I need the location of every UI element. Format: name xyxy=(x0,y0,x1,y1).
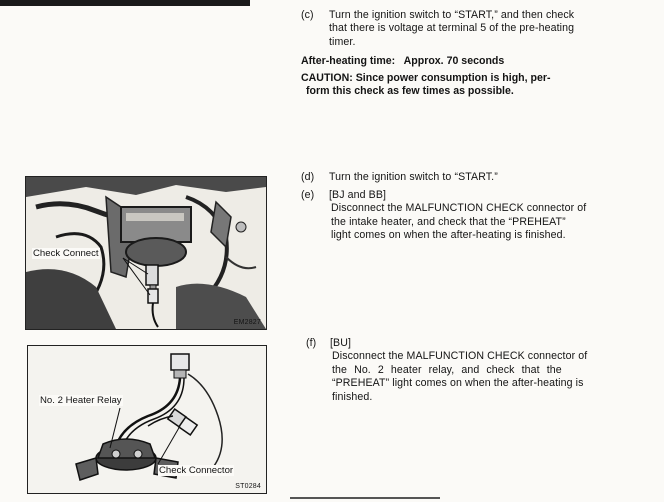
step-f-line-4: finished. xyxy=(332,390,373,403)
step-e-model: [BJ and BB] xyxy=(329,189,387,201)
step-c-line-1: Turn the ignition switch to “START,” and… xyxy=(329,9,575,21)
check-connect-label: Check Connect xyxy=(32,248,100,259)
step-c: (c) Turn the ignition switch to “START,”… xyxy=(301,9,651,51)
figure-engine-check-connector: Check Connect EM2827 xyxy=(25,176,267,330)
step-f-model: [BU] xyxy=(330,337,352,349)
figure-2-code: ST0284 xyxy=(235,483,261,490)
check-connector-label: Check Connector xyxy=(158,465,235,476)
after-heating-time: After-heating time: Approx. 70 seconds xyxy=(301,55,505,67)
step-f-line-3: “PREHEAT” light comes on when the after-… xyxy=(332,377,584,390)
footer-rule xyxy=(290,497,440,499)
step-e-line-1: Disconnect the MALFUNCTION CHECK connect… xyxy=(331,202,587,215)
step-c-line-2: that there is voltage at terminal 5 of t… xyxy=(329,22,575,35)
step-f-line-2: the No. 2 heater relay, and check that t… xyxy=(332,363,562,376)
header-rule xyxy=(0,0,250,6)
figure-heater-relay: No. 2 Heater Relay Check Connector ST028… xyxy=(27,345,267,494)
caution-line-1: CAUTION: Since power consumption is high… xyxy=(301,72,551,84)
caution-line-2: form this check as few times as possible… xyxy=(306,85,514,98)
step-f: (f) [BU] Disconnect the MALFUNCTION CHEC… xyxy=(306,337,651,407)
step-d-label: (d) xyxy=(301,171,315,183)
engine-bay-illustration xyxy=(26,177,266,329)
figure-1-code: EM2827 xyxy=(233,319,261,326)
step-e-line-3: light comes on when the after-heating is… xyxy=(331,229,566,242)
step-f-label: (f) xyxy=(306,337,317,349)
step-d-text: Turn the ignition switch to “START.” xyxy=(329,171,498,183)
caution-note: CAUTION: Since power consumption is high… xyxy=(301,72,551,99)
step-c-line-3: timer. xyxy=(329,35,356,48)
step-e-label: (e) xyxy=(301,189,315,201)
step-e: (e) [BJ and BB] Disconnect the MALFUNCTI… xyxy=(301,189,651,245)
step-d: (d) Turn the ignition switch to “START.” xyxy=(301,171,651,185)
step-c-label: (c) xyxy=(301,9,314,21)
step-e-line-2: the intake heater, and check that the “P… xyxy=(331,215,566,228)
heater-relay-label: No. 2 Heater Relay xyxy=(39,395,123,406)
step-f-line-1: Disconnect the MALFUNCTION CHECK connect… xyxy=(332,350,588,363)
